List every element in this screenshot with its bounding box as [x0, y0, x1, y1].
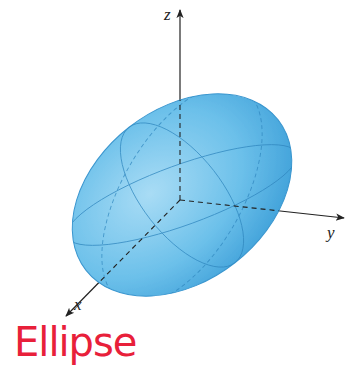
- handwritten-note: Ellipse: [14, 322, 136, 362]
- hidden-axes: [66, 10, 344, 316]
- cross-sections: [57, 59, 307, 330]
- z-axis: [179, 10, 180, 200]
- axis-label: y: [327, 224, 335, 241]
- axis-label: x: [74, 296, 82, 313]
- axis-label: z: [164, 6, 171, 23]
- ellipsoid: [33, 52, 331, 338]
